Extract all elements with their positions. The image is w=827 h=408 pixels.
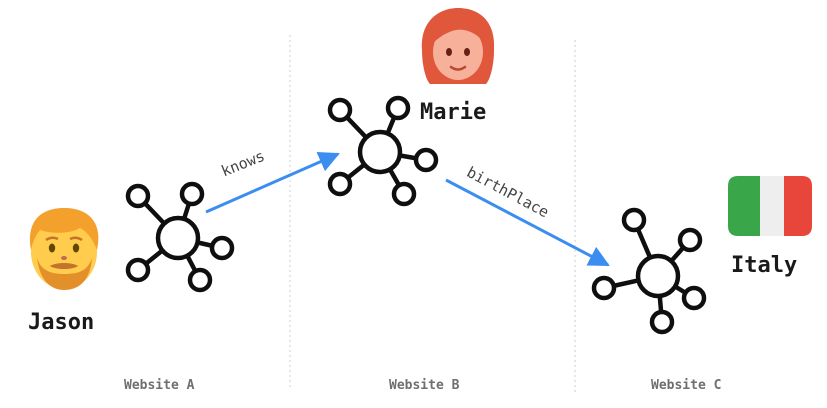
graph-node-icon — [591, 207, 707, 335]
italy-flag-emoji — [728, 176, 812, 236]
woman-red-hair-emoji — [421, 8, 495, 84]
entity-label-jason: Jason — [28, 310, 95, 335]
man-red-hair-emoji — [29, 208, 99, 290]
birthplace-arrow — [445, 178, 610, 267]
entity-label-italy: Italy — [731, 253, 798, 278]
knows-arrow — [205, 151, 340, 214]
website-label-a: Website A — [124, 378, 195, 393]
website-label-c: Website C — [651, 378, 722, 393]
graph-node-icon — [125, 181, 235, 293]
graph-node-icon — [327, 95, 439, 207]
entity-label-marie: Marie — [420, 100, 487, 125]
website-label-b: Website B — [389, 378, 460, 393]
